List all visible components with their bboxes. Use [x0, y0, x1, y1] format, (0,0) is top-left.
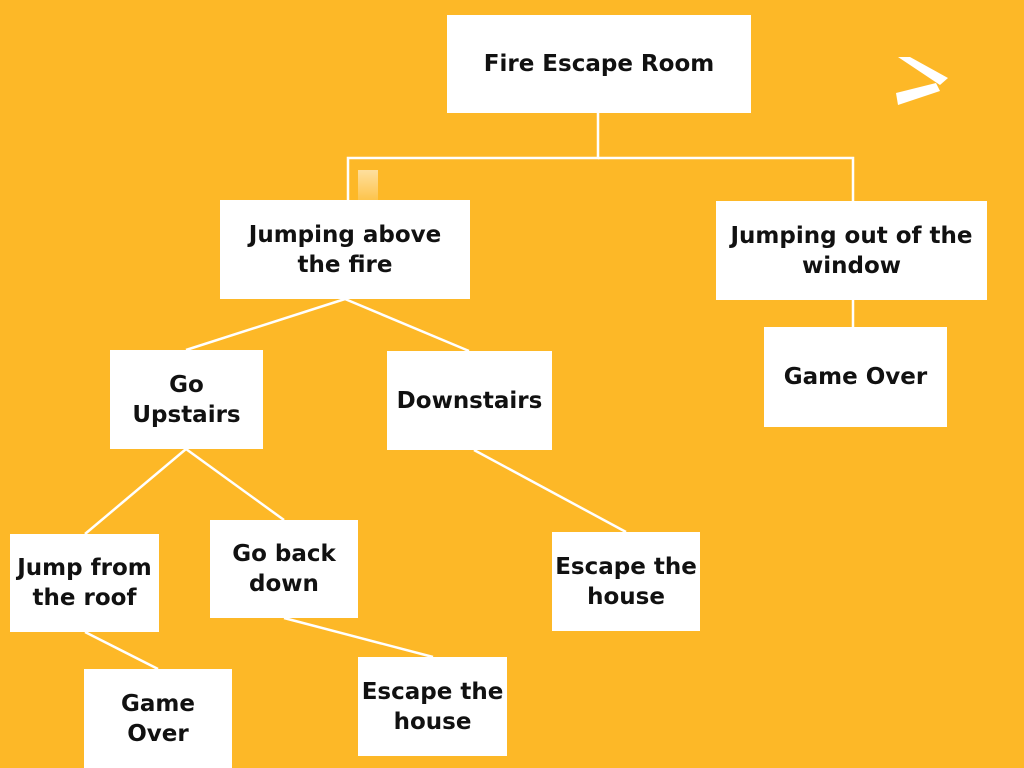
node-label: Game Over [121, 690, 195, 747]
node-jump-from-roof: Jump from the roof [10, 534, 159, 632]
edge-upstairs-roof [84, 448, 187, 535]
edge-fire-upstairs [185, 297, 346, 352]
edge-root-window [598, 156, 855, 201]
edge-downstairs-escape [473, 448, 627, 534]
node-roof-game-over: Game Over [84, 669, 232, 768]
node-label: Escape the house [555, 553, 697, 610]
arrow-logo-icon [896, 57, 948, 105]
node-label: Jumping above the fire [248, 221, 442, 278]
node-downstairs: Downstairs [387, 351, 552, 450]
node-go-upstairs: Go Upstairs [110, 350, 263, 449]
node-label: Downstairs [396, 387, 543, 414]
node-label: Jumping out of the window [730, 222, 973, 279]
edge-root-branches [346, 113, 600, 200]
node-window-game-over: Game Over [764, 327, 947, 427]
node-escape-house-downstairs: Escape the house [552, 532, 700, 631]
node-fire-escape-room: Fire Escape Room [447, 15, 751, 113]
node-label: Go Upstairs [132, 371, 241, 428]
node-jumping-out-window: Jumping out of the window [716, 201, 987, 300]
node-label: Jump from the roof [17, 555, 152, 611]
node-jumping-above-fire: Jumping above the fire [220, 200, 470, 299]
node-escape-house-back-down: Escape the house [358, 657, 507, 756]
node-go-back-down: Go back down [210, 520, 358, 618]
faint-shape [358, 170, 378, 202]
node-label: Fire Escape Room [483, 51, 715, 77]
node-label: Go back down [232, 541, 336, 597]
edge-roof-gameover [84, 630, 159, 671]
edge-upstairs-backdown [185, 447, 285, 522]
node-label: Game Over [783, 364, 928, 390]
node-label: Escape the house [361, 678, 504, 735]
edge-backdown-escape [283, 616, 434, 659]
edge-fire-downstairs [344, 297, 470, 353]
